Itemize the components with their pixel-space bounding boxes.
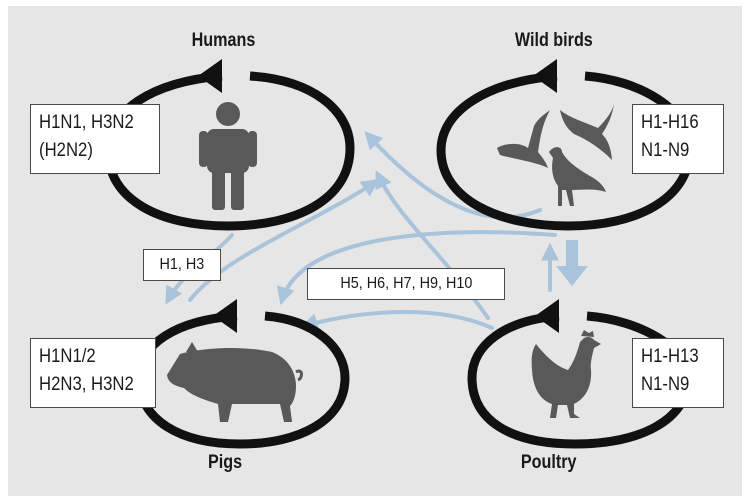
- humans-subtype-line-1: H1N1, H3N2: [39, 112, 134, 133]
- wild-birds-subtype-line-2: N1-N9: [641, 140, 690, 161]
- humans-to-pigs-label-text: H1, H3: [159, 256, 205, 273]
- humans-to-pigs-label: H1, H3: [143, 249, 221, 281]
- humans-title: Humans: [191, 30, 256, 51]
- poultry-subtype-line-1: H1-H13: [641, 346, 699, 367]
- poultry-subtype-box: H1-H13 N1-N9: [632, 338, 724, 408]
- wild-birds-subtype-line-1: H1-H16: [641, 112, 699, 133]
- wild-birds-icon: [497, 104, 614, 206]
- pigs-subtype-box: H1N1/2 H2N3, H3N2: [30, 338, 156, 408]
- arrow-pigs-to-humans: [188, 178, 380, 302]
- pigs-cycle-arrowhead: [213, 299, 237, 333]
- arrow-poultry-to-pigs: [299, 309, 494, 331]
- pigs-title: Pigs: [208, 452, 243, 473]
- pigs-subtype-line-2: H2N3, H3N2: [39, 374, 134, 395]
- arrow-birds-to-poultry-head: [556, 266, 588, 286]
- wild-birds-cycle-arrowhead: [533, 59, 557, 93]
- pig-icon: [167, 342, 303, 422]
- chicken-icon: [531, 330, 601, 418]
- arrow-birds-to-poultry-shaft: [566, 240, 578, 268]
- humans-cycle-arrowhead: [198, 59, 222, 93]
- person-icon: [199, 102, 257, 210]
- poultry-subtype-line-2: N1-N9: [641, 374, 690, 395]
- wild-birds-subtype-box: H1-H16 N1-N9: [632, 104, 724, 174]
- wild-birds-title: Wild birds: [514, 30, 593, 51]
- poultry-cycle-arrowhead: [535, 299, 559, 333]
- arrow-birds-to-pigs: [277, 230, 557, 306]
- humans-subtype-line-2: (H2N2): [39, 140, 93, 161]
- pigs-subtype-line-1: H1N1/2: [39, 346, 96, 367]
- background-panel: [8, 6, 742, 496]
- birds-to-mammals-label: H5, H6, H7, H9, H10: [307, 268, 505, 300]
- poultry-title: Poultry: [520, 452, 577, 473]
- birds-to-mammals-label-text: H5, H6, H7, H9, H10: [339, 275, 473, 292]
- humans-subtype-box: H1N1, H3N2 (H2N2): [30, 104, 160, 174]
